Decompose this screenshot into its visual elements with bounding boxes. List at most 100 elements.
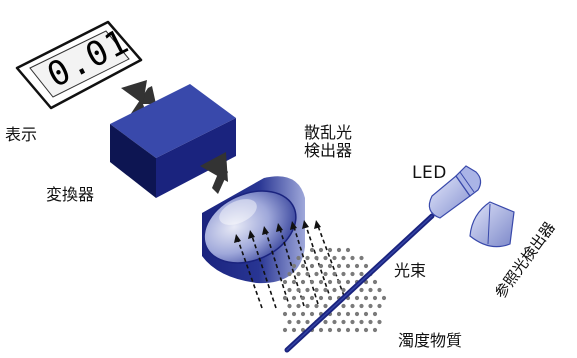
particle-dot <box>291 295 297 301</box>
particle-dot <box>372 279 378 285</box>
particle-dot <box>345 311 351 317</box>
particle-dot <box>363 263 369 269</box>
particle-dot <box>350 271 355 277</box>
particle-dot <box>336 263 342 269</box>
particle-dot <box>318 263 324 269</box>
particle-dot <box>323 255 328 261</box>
particle-dot <box>327 295 333 301</box>
led-source <box>428 165 482 219</box>
particle-dot <box>354 263 360 269</box>
particle-dot <box>305 303 310 309</box>
led-dome <box>428 175 471 219</box>
particle-dot <box>350 255 355 261</box>
particle-dot <box>314 271 319 277</box>
ray-arrowheads <box>234 220 321 243</box>
particle-dot <box>287 271 292 277</box>
particle-dot <box>300 295 306 301</box>
light-beam <box>284 213 435 353</box>
particle-dot <box>305 271 310 277</box>
particle-dot <box>282 295 288 301</box>
particle-dot <box>318 327 324 333</box>
scattered-light-detector <box>202 176 305 284</box>
particle-dot <box>354 311 360 317</box>
particle-dot <box>296 303 301 309</box>
particle-dot <box>359 303 364 309</box>
particle-dot <box>363 295 369 301</box>
particle-dot <box>318 247 324 253</box>
particle-dot <box>314 303 319 309</box>
particle-dot <box>296 319 301 325</box>
particle-dot <box>332 271 337 277</box>
particle-dot <box>341 303 346 309</box>
particle-dot <box>305 319 310 325</box>
particle-dot <box>377 287 382 293</box>
particle-dot <box>323 271 328 277</box>
converter-side-face <box>156 118 236 198</box>
display-label: 表示 <box>5 125 38 144</box>
particle-dot <box>345 327 351 333</box>
particle-dot <box>327 279 333 285</box>
turbid-substance-label: 濁度物質 <box>398 331 463 350</box>
particle-dot <box>309 279 315 285</box>
arrow-to-converter-icon <box>200 152 228 194</box>
particle-dot <box>381 295 387 301</box>
particle-dot <box>359 271 364 277</box>
particle-dot <box>282 311 288 317</box>
particle-dot <box>359 287 364 293</box>
particle-dot <box>359 319 364 325</box>
particle-dot <box>291 311 297 317</box>
particle-dot <box>341 319 346 325</box>
particle-dot <box>377 319 382 325</box>
digital-display: 0.01 <box>15 20 143 110</box>
turbid-particles <box>282 247 387 333</box>
particle-dot <box>332 319 337 325</box>
particle-dot <box>309 247 315 253</box>
particle-dot <box>368 287 373 293</box>
particle-dot <box>287 287 292 293</box>
particle-dot <box>291 263 297 269</box>
particle-dot <box>336 279 342 285</box>
particle-dot <box>341 255 346 261</box>
particle-dot <box>309 263 315 269</box>
led-label: LED <box>412 163 447 183</box>
particle-dot <box>332 255 337 261</box>
converter-label: 変換器 <box>46 185 95 204</box>
particle-dot <box>323 287 328 293</box>
light-beam-label: 光束 <box>394 261 427 280</box>
reference-light-detector <box>469 201 515 248</box>
display-screen <box>29 30 130 98</box>
particle-dot <box>287 303 292 309</box>
particle-dot <box>291 327 297 333</box>
particle-dot <box>300 263 306 269</box>
particle-dot <box>354 327 360 333</box>
converter-top-face <box>110 84 236 158</box>
scattered-detector-label: 散乱光 検出器 <box>304 123 352 161</box>
particle-dot <box>368 319 373 325</box>
particle-dot <box>296 287 301 293</box>
converter-box <box>110 84 236 198</box>
particle-dot <box>314 287 319 293</box>
particle-dot <box>327 247 333 253</box>
particle-dot <box>372 311 378 317</box>
particle-dot <box>363 327 369 333</box>
particle-dot <box>368 303 373 309</box>
particle-dot <box>350 319 355 325</box>
lens-face <box>203 190 297 264</box>
particle-dot <box>291 279 297 285</box>
converter-front-face <box>110 124 156 198</box>
particle-dot <box>282 327 288 333</box>
particle-dot <box>300 311 306 317</box>
particle-dot <box>359 255 364 261</box>
particle-dot <box>372 295 378 301</box>
particle-dot <box>336 327 342 333</box>
particle-dot <box>282 279 288 285</box>
particle-dot <box>350 303 355 309</box>
particle-dot <box>327 327 333 333</box>
particle-dot <box>305 287 310 293</box>
particle-dot <box>327 263 333 269</box>
particle-dot <box>296 255 301 261</box>
particle-dot <box>323 303 328 309</box>
particle-dot <box>314 255 319 261</box>
particle-dot <box>345 279 351 285</box>
